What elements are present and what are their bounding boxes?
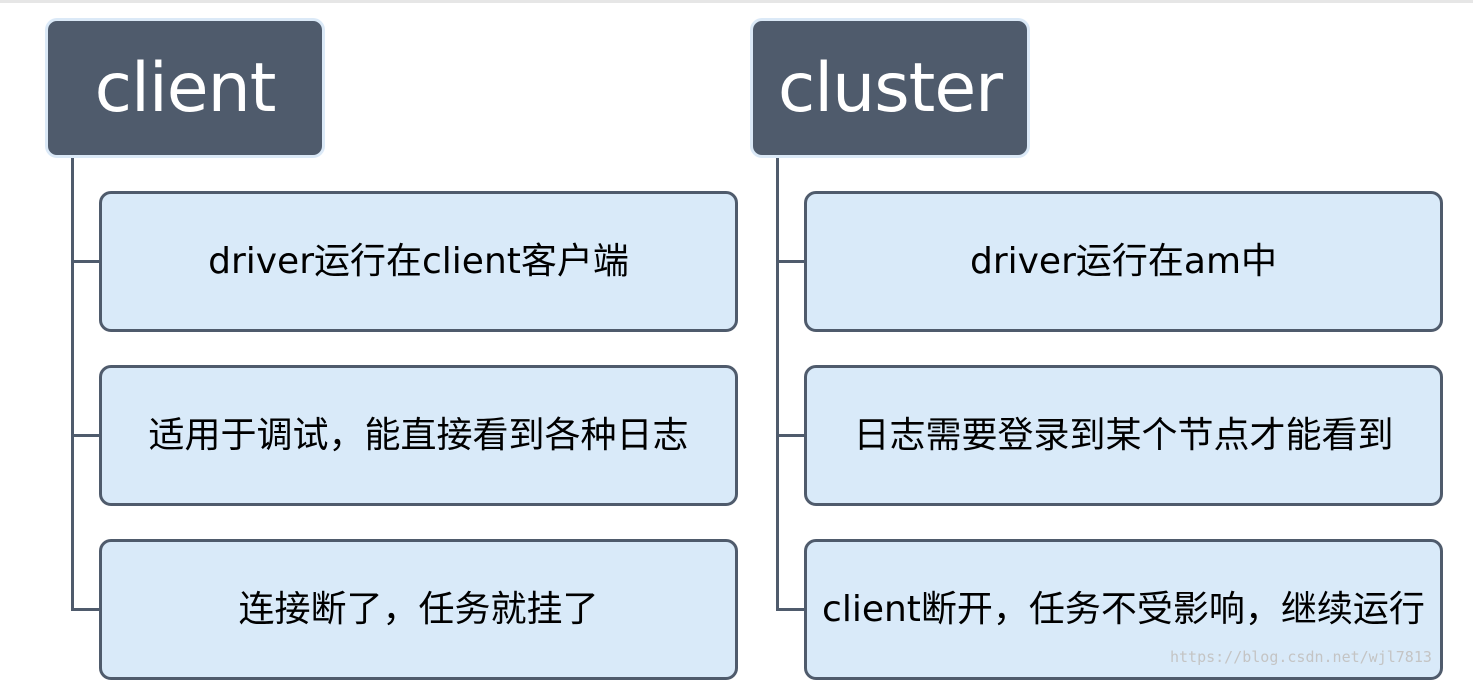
- client-branch-connector-2: [71, 434, 101, 437]
- cluster-node-2: 日志需要登录到某个节点才能看到: [804, 365, 1443, 506]
- client-branch-connector-3: [71, 608, 101, 611]
- top-divider: [0, 0, 1473, 3]
- root-node-cluster: cluster: [750, 18, 1030, 158]
- cluster-branch-connector-1: [776, 260, 806, 263]
- cluster-branch-connector-3: [776, 608, 806, 611]
- root-node-cluster-label: cluster: [777, 48, 1003, 128]
- client-node-3: 连接断了，任务就挂了: [99, 539, 738, 680]
- client-node-1-label: driver运行在client客户端: [208, 240, 629, 282]
- client-node-3-label: 连接断了，任务就挂了: [238, 588, 599, 630]
- cluster-node-2-label: 日志需要登录到某个节点才能看到: [853, 414, 1394, 456]
- cluster-node-1-label: driver运行在am中: [969, 240, 1278, 282]
- client-node-2: 适用于调试，能直接看到各种日志: [99, 365, 738, 506]
- watermark-text: https://blog.csdn.net/wjl7813: [1170, 648, 1432, 666]
- cluster-branch-connector-2: [776, 434, 806, 437]
- root-node-client-label: client: [94, 48, 277, 128]
- cluster-node-1: driver运行在am中: [804, 191, 1443, 332]
- client-branch-connector-1: [71, 260, 101, 263]
- cluster-trunk-connector: [776, 158, 779, 611]
- client-node-2-label: 适用于调试，能直接看到各种日志: [148, 414, 689, 456]
- client-trunk-connector: [71, 158, 74, 611]
- client-node-1: driver运行在client客户端: [99, 191, 738, 332]
- cluster-node-3: client断开，任务不受影响，继续运行: [804, 539, 1443, 680]
- cluster-node-3-label: client断开，任务不受影响，继续运行: [822, 588, 1425, 630]
- root-node-client: client: [45, 18, 325, 158]
